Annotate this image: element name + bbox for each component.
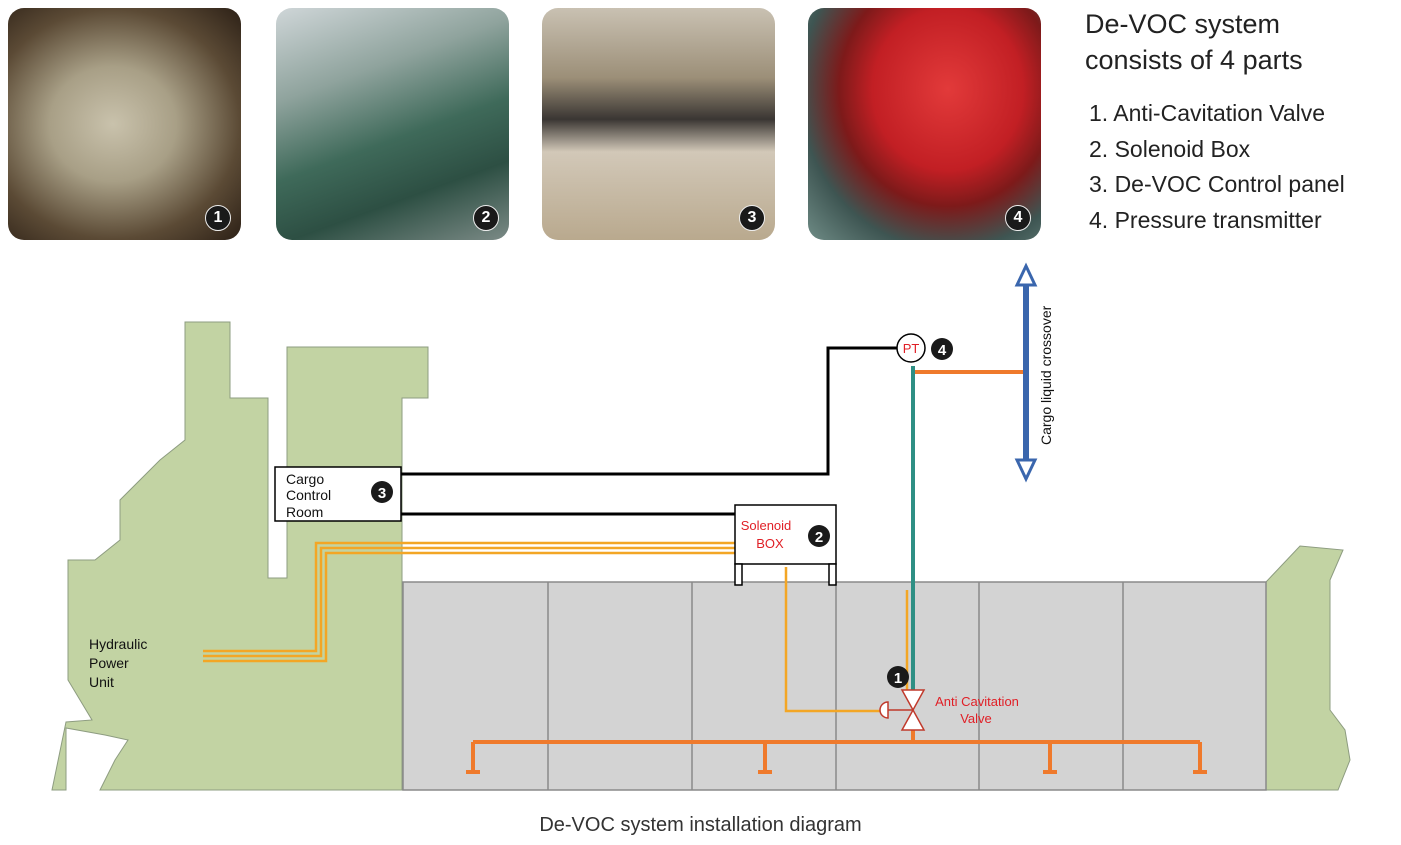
diagram-caption: De-VOC system installation diagram [539,814,862,836]
ship-superstructure [51,321,429,791]
solenoid-leg [828,563,837,586]
signal-line-ccr-to-pt [401,346,897,476]
heading-line-1: De-VOC system [1085,9,1281,39]
ccr-label-line-2: Control [286,487,331,503]
valve-label-line-1: Anti Cavitation [935,694,1019,709]
part-item: 4. Pressure transmitter [1089,206,1322,233]
cargo-tank-block [402,581,1267,791]
photo-badge: 2 [473,205,499,231]
photo-anti-cavitation-valve: 1 [8,8,241,240]
solenoid-leg [734,563,743,586]
ccr-label-line-1: Cargo [286,471,324,487]
part-item: 2. Solenoid Box [1089,135,1251,162]
solenoid-badge-number: 2 [815,529,823,546]
valve-badge-number: 1 [894,670,902,687]
hpu-label-line-1: Hydraulic [89,636,147,652]
part-item: 3. De-VOC Control panel [1089,171,1345,197]
parts-list: 1. Anti-Cavitation Valve 2. Solenoid Box… [1089,96,1345,238]
hpu-label-line-2: Power [89,655,129,671]
pt-badge [931,338,953,360]
valve-badge [887,666,909,688]
tank-bulkheads [547,582,1124,790]
photo-pressure-transmitter: 4 [808,8,1041,240]
solenoid-label-line-2: BOX [756,536,784,551]
hpu-label-line-3: Unit [89,674,114,690]
system-heading: De-VOC system consists of 4 parts [1085,6,1303,78]
solenoid-badge [808,525,830,547]
photo-control-panel: 3 [542,8,775,240]
crossover-arrow [1014,262,1038,483]
pipe-suction-feet [466,770,1207,774]
photo-solenoid-box: 2 [276,8,509,240]
photo-badge: 1 [205,205,231,231]
ccr-label-line-3: Room [286,504,323,520]
pt-circle [896,333,926,363]
pt-badge-number: 4 [938,342,947,359]
valve-label-line-2: Valve [960,711,992,726]
solenoid-label-line-1: Solenoid [741,518,792,533]
ccr-badge [371,481,393,503]
photo-badge: 4 [1005,205,1031,231]
part-item: 1. Anti-Cavitation Valve [1089,100,1326,126]
ccr-badge-number: 3 [378,485,386,502]
crossover-label: Cargo liquid crossover [1038,305,1054,445]
valve-symbol [879,689,926,731]
ship-bow [1265,545,1351,791]
photo-badge: 3 [739,205,765,231]
cargo-pipes [471,370,1202,770]
pt-label: PT [903,341,920,356]
heading-line-2: consists of 4 parts [1085,45,1303,75]
